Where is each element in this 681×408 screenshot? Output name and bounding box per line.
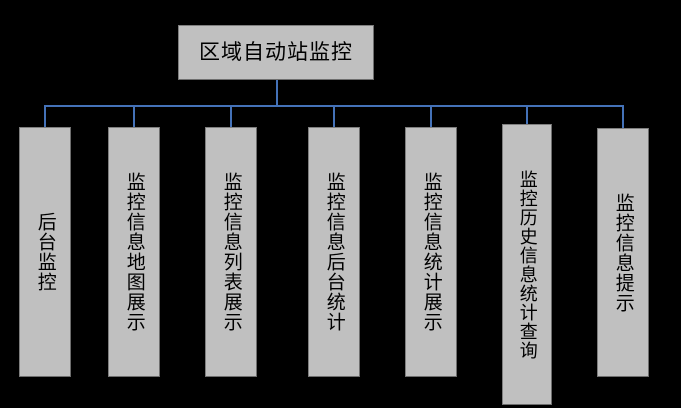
connector-drop-7 [622,105,624,128]
node-root-label: 区域自动站监控 [199,39,353,64]
connector-drop-3 [230,105,232,128]
connector-drop-4 [333,105,335,128]
node-child-2[interactable]: 监控信息地图展示 [108,127,160,377]
node-child-2-label: 监控信息地图展示 [123,172,146,332]
node-root[interactable]: 区域自动站监控 [178,25,374,80]
connector-drop-5 [430,105,432,128]
node-child-4-label: 监控信息后台统计 [323,172,346,332]
node-child-7[interactable]: 监控信息提示 [597,128,649,377]
connector-root-stem [276,79,278,106]
connector-drop-6 [526,105,528,124]
node-child-4[interactable]: 监控信息后台统计 [308,127,360,377]
node-child-7-label: 监控信息提示 [612,192,635,313]
node-child-1-label: 后台监控 [34,212,57,292]
connector-drop-1 [44,105,46,128]
node-child-5[interactable]: 监控信息统计展示 [405,127,457,377]
node-child-6[interactable]: 监控历史信息统计查询 [502,124,552,405]
connector-drop-2 [133,105,135,128]
node-child-1[interactable]: 后台监控 [19,127,71,377]
node-child-3[interactable]: 监控信息列表展示 [205,127,257,377]
node-child-3-label: 监控信息列表展示 [220,172,243,332]
node-child-5-label: 监控信息统计展示 [420,172,443,332]
node-child-6-label: 监控历史信息统计查询 [516,169,538,360]
